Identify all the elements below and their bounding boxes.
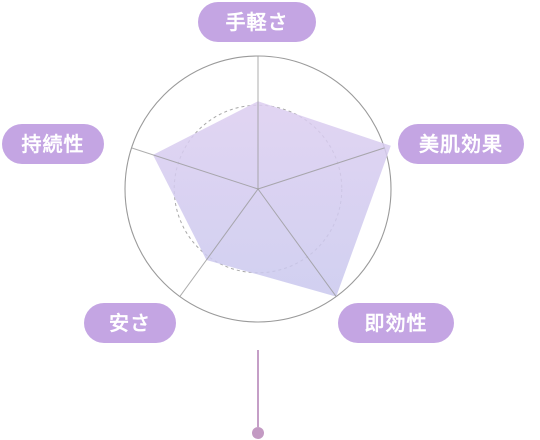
- axis-label-美肌効果: 美肌効果: [398, 124, 524, 164]
- radar-data-area: [153, 101, 391, 297]
- spoke-4: [131, 147, 259, 190]
- spoke-1: [257, 147, 385, 190]
- axis-label-手軽さ: 手軽さ: [198, 2, 316, 42]
- axis-label-持続性: 持続性: [2, 124, 104, 164]
- spoke-3: [179, 188, 259, 297]
- axis-label-安さ: 安さ: [84, 303, 176, 343]
- radar-spokes: [131, 56, 385, 297]
- axis-label-即効性: 即効性: [338, 303, 454, 343]
- spoke-2: [257, 188, 337, 297]
- pointer-dot: [252, 427, 264, 439]
